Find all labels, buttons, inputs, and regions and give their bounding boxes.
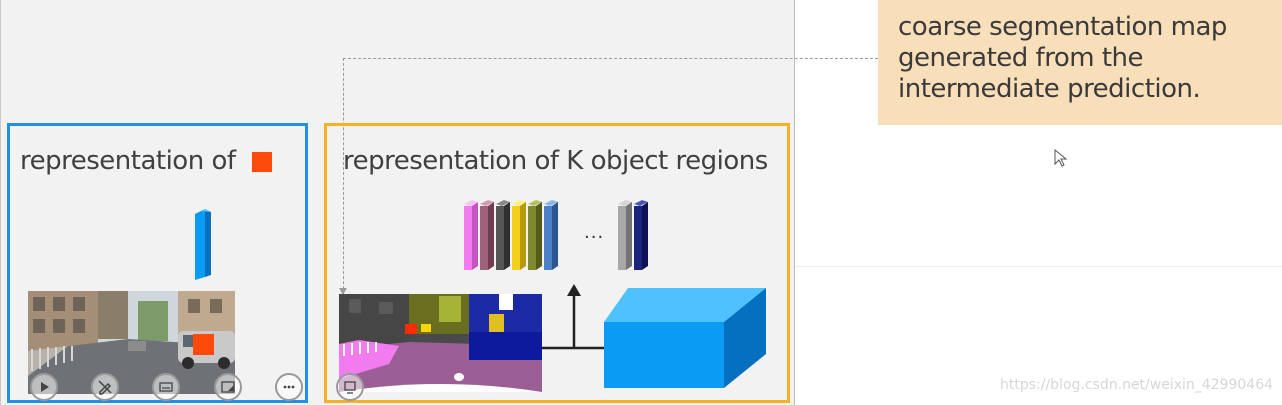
region-bar-light-gray (618, 200, 632, 270)
right-panel-title: representation of K object regions (343, 146, 768, 176)
connector-line (542, 346, 608, 350)
pixel-representation-panel (7, 123, 308, 403)
pen-off-icon[interactable] (91, 373, 119, 401)
pixel-marker-icon (252, 152, 272, 172)
divider-line (795, 266, 1282, 267)
region-bar-mauve (480, 200, 494, 270)
left-panel-title: representation of (20, 146, 236, 176)
callout-text: coarse segmentation map generated from t… (898, 12, 1227, 104)
dashed-leader-vertical (343, 58, 344, 294)
more-icon[interactable] (275, 373, 303, 401)
region-bar-navy (634, 200, 648, 270)
region-bar-steel-blue (544, 200, 558, 270)
dashed-leader-horizontal (343, 58, 878, 59)
leader-arrowhead (339, 288, 347, 295)
subtitles-icon[interactable] (152, 373, 180, 401)
region-bar-olive (528, 200, 542, 270)
object-regions-panel (324, 123, 790, 403)
coarse-segmentation-map (339, 294, 542, 392)
mouse-cursor-icon (1054, 149, 1068, 167)
region-bar-pink (464, 200, 478, 270)
upward-arrow (567, 284, 581, 348)
bars-ellipsis: ... (584, 222, 605, 243)
region-feature-bars (464, 200, 648, 270)
callout-box: coarse segmentation map generated from t… (878, 0, 1282, 125)
slide-view-icon[interactable] (214, 373, 242, 401)
pixel-feature-vector (195, 209, 211, 280)
screen-icon[interactable] (336, 373, 364, 401)
watermark-url: https://blog.csdn.net/weixin_42990464 (1000, 377, 1274, 393)
play-icon[interactable] (30, 373, 58, 401)
street-scene-image (28, 291, 235, 394)
feature-map-cube (604, 288, 766, 388)
region-bar-dark-gray (496, 200, 510, 270)
region-bar-yellow (512, 200, 526, 270)
